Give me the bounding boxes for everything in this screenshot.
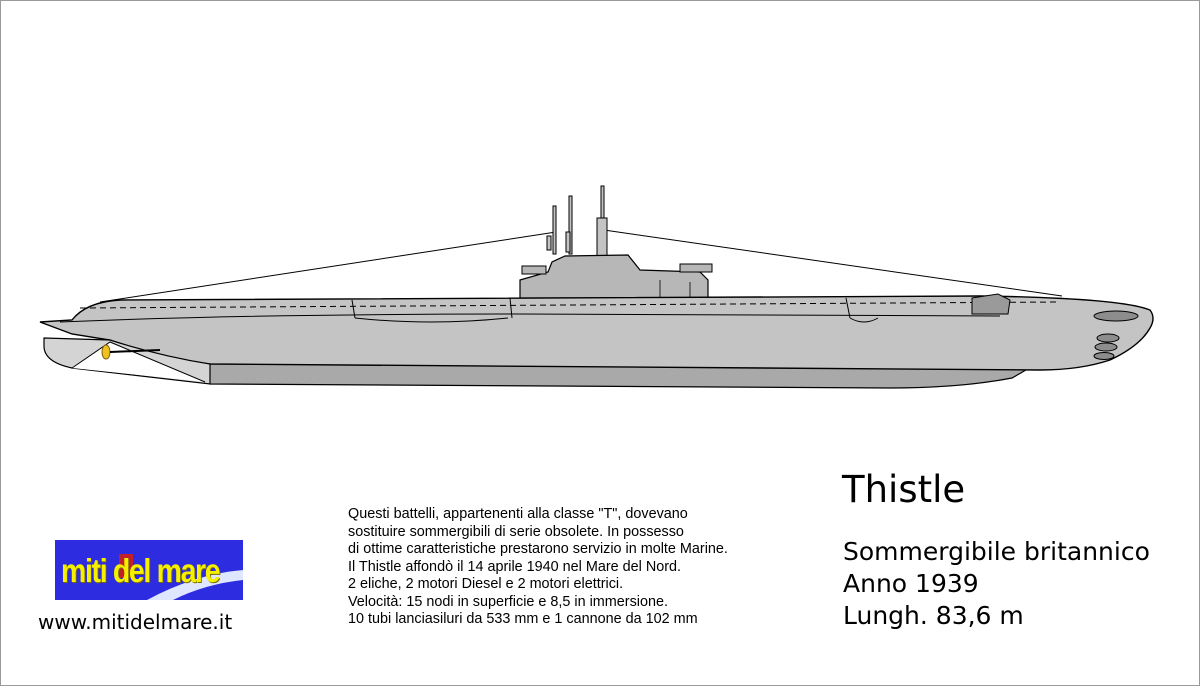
logo-text: miti del mare: [61, 552, 221, 589]
description-line: sostituire sommergibili di serie obsolet…: [348, 523, 684, 540]
deck-gun: [679, 263, 713, 273]
website-link[interactable]: www.mitidelmare.it: [38, 610, 233, 634]
propeller: [101, 344, 111, 360]
antenna-wire-aft: [99, 231, 557, 303]
logo[interactable]: miti del mare: [55, 540, 243, 600]
description-line: di ottime caratteristiche prestarono ser…: [348, 541, 728, 557]
conning-tower: [519, 254, 709, 299]
fact-length: Lungh. 83,6 m: [843, 601, 1024, 630]
description-text: Questi battelli, appartenenti alla class…: [348, 506, 788, 629]
torpedo-tubes: [1093, 310, 1139, 360]
description-line: Il Thistle affondò il 14 aprile 1940 nel…: [348, 558, 682, 575]
fact-year: Anno 1939: [843, 569, 979, 598]
aa-gun: [521, 265, 547, 275]
description-line: 10 tubi lanciasiluri da 533 mm e 1 canno…: [348, 611, 698, 627]
description-line: 2 eliche, 2 motori Diesel e 2 motori ele…: [348, 576, 624, 592]
description-line: Questi battelli, appartenenti alla class…: [348, 506, 688, 522]
bow-fairing: [971, 293, 1011, 315]
fact-type: Sommergibile britannico: [843, 537, 1150, 566]
submarine-name: Thistle: [842, 468, 966, 511]
description-line: Velocità: 15 nodi in superficie e 8,5 in…: [348, 593, 668, 610]
logo-wave-graphic: [119, 554, 243, 600]
submarine-facts: Sommergibile britannico Anno 1939 Lungh.…: [843, 536, 1150, 632]
antenna-wire-fore: [603, 229, 1063, 297]
masts: [546, 185, 608, 257]
